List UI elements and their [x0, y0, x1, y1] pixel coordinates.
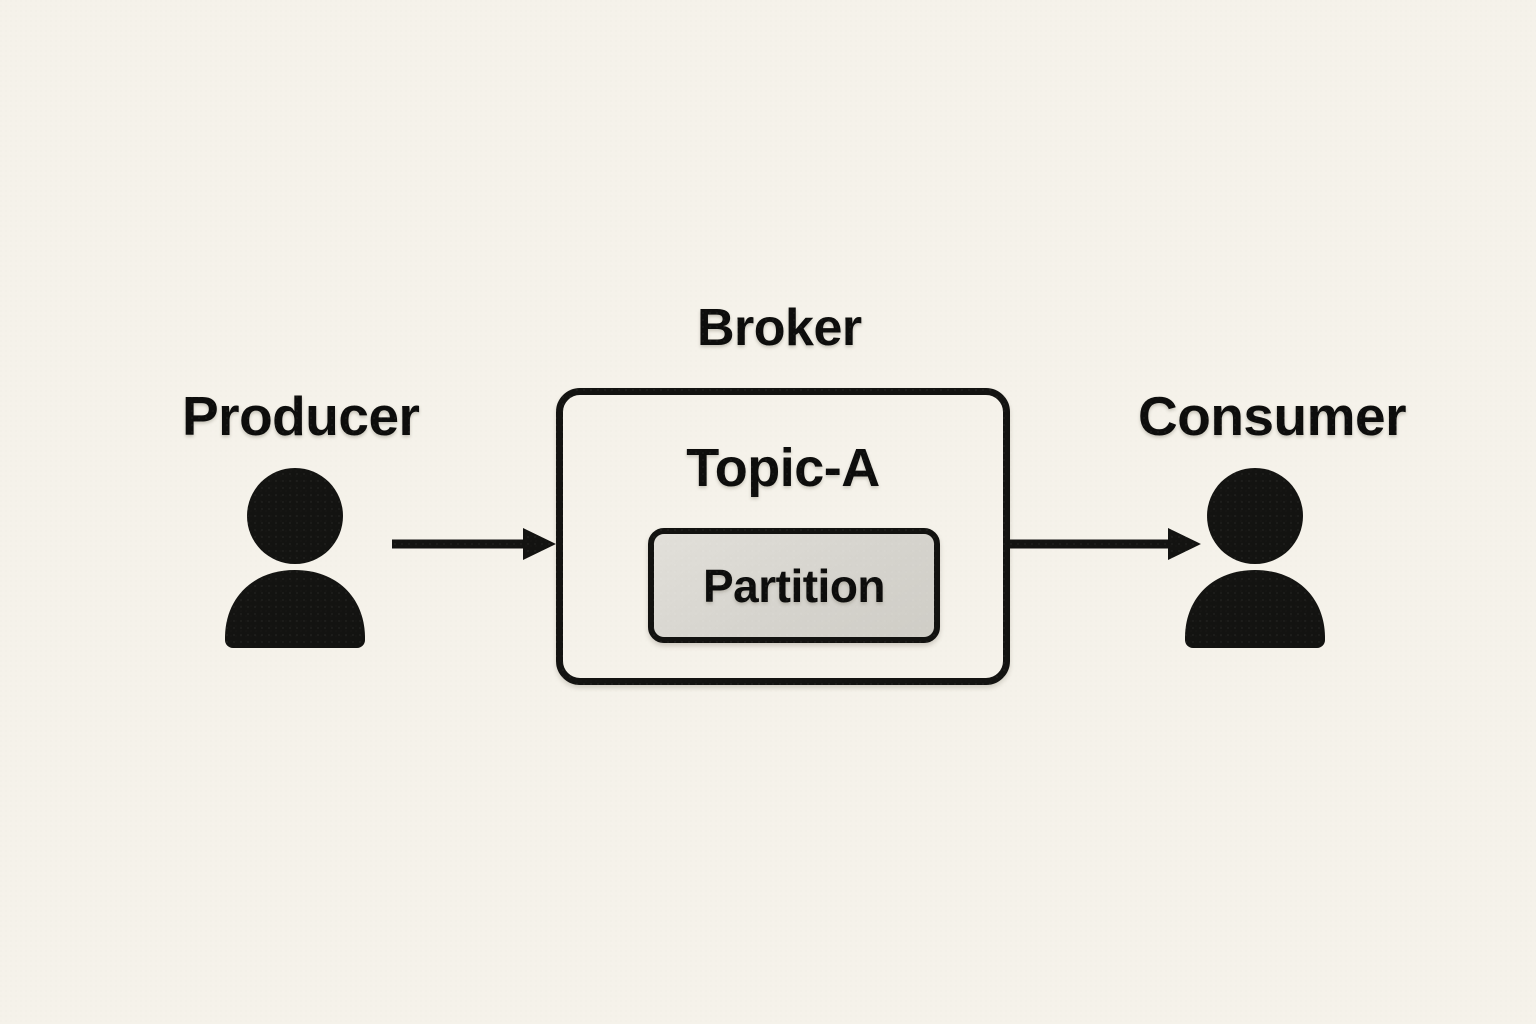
arrow-producer-to-broker — [392, 528, 556, 560]
producer-node[interactable]: Producer — [170, 380, 450, 660]
consumer-node[interactable]: Consumer — [1130, 380, 1450, 660]
partition-label: Partition — [702, 559, 886, 612]
consumer-label: Consumer — [1138, 385, 1407, 447]
arrow-broker-to-consumer — [1009, 528, 1201, 560]
partition-box[interactable]: Partition — [648, 528, 940, 643]
topic-label: Topic-A — [686, 438, 880, 498]
broker-label: Broker — [697, 299, 862, 357]
broker-container[interactable]: Topic-A Partition — [556, 388, 1010, 685]
producer-label: Producer — [182, 385, 420, 447]
person-icon — [225, 468, 365, 648]
person-icon — [1185, 468, 1325, 648]
